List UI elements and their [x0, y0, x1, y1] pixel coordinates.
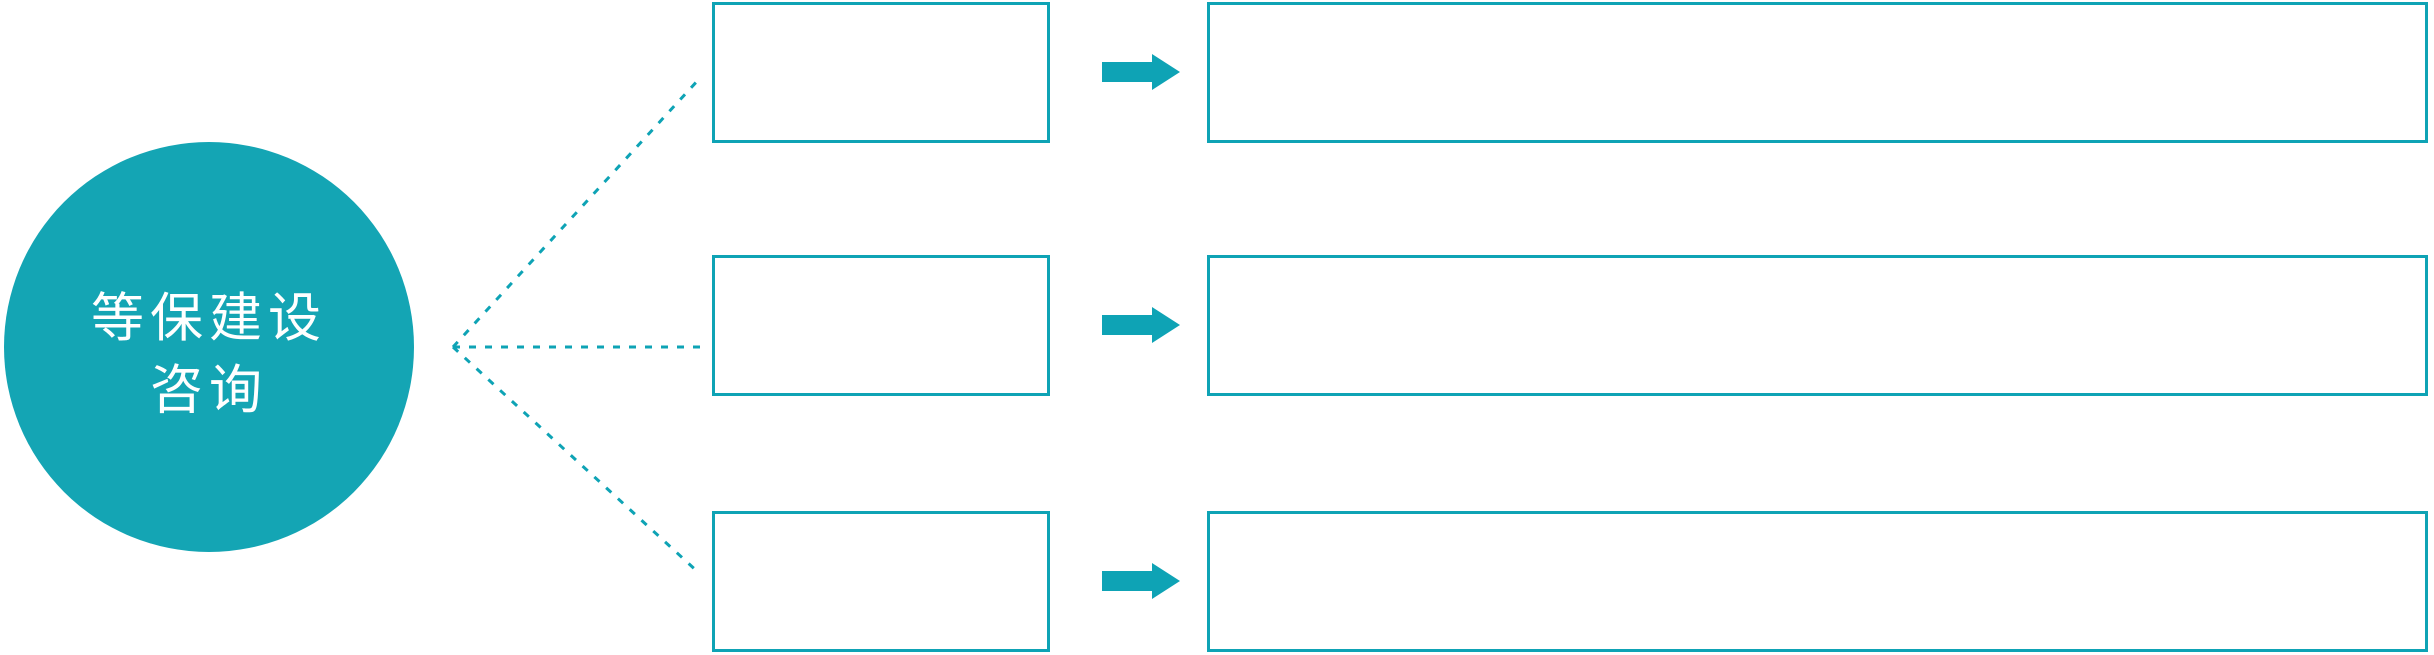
step-box-3	[712, 511, 1050, 652]
detail-panel-2	[1207, 255, 2428, 396]
hub-circle: 等保建设 咨询	[4, 142, 414, 552]
arrow-right-icon	[1102, 54, 1180, 90]
detail-panel-1	[1207, 2, 2428, 143]
arrow-right-icon	[1102, 563, 1180, 599]
step-box-1	[712, 2, 1050, 143]
step-box-2	[712, 255, 1050, 396]
arrow-right-icon	[1102, 307, 1180, 343]
detail-panel-3	[1207, 511, 2428, 652]
hub-label-line2: 咨询	[150, 360, 268, 421]
dotted-connector-line-top	[451, 76, 702, 349]
dotted-connector-line-bottom	[451, 345, 702, 576]
hub-label-line1: 等保建设	[91, 287, 327, 349]
